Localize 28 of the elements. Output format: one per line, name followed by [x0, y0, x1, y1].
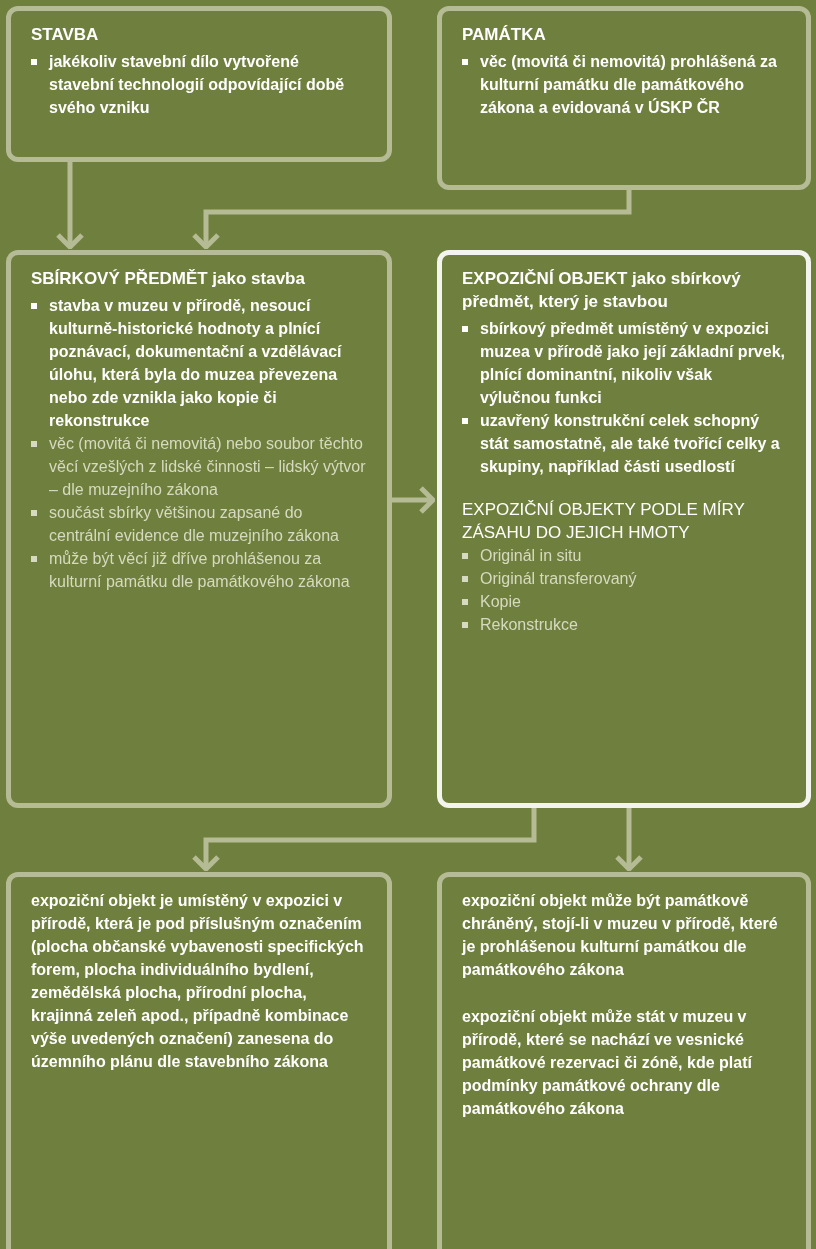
text-box: [437, 6, 811, 190]
bullet-text: Rekonstrukce: [480, 615, 578, 635]
arrow: [191, 190, 632, 250]
box-heading: STAVBA: [31, 24, 100, 46]
section-heading: EXPOZIČNÍ OBJEKTY PODLE MÍRY ZÁSAHU DO JEJICH HMOTY: [462, 499, 746, 544]
box-heading: PAMÁTKA: [462, 24, 547, 46]
bullet-text: jakékoliv stavební dílo vytvořené stavební technologií odpovídající době svého vzniku: [49, 52, 346, 118]
box-heading: EXPOZIČNÍ OBJEKT jako sbírkový předmět, který je stavbou: [462, 268, 742, 313]
text-box: [437, 872, 811, 1249]
arrow: [614, 808, 644, 872]
paragraph: expoziční objekt může být památkově chráněný, stojí-li v muzeu v přírodě, které je prohlášenou kulturní památkou dle památkového zákona: [462, 891, 779, 980]
arrow: [55, 162, 85, 250]
bullet-text: uzavřený konstrukční celek schopný stát samostatně, ale také tvořící celky a skupiny, například části usedlostí: [480, 411, 781, 477]
bullet-text: může být věcí již dříve prohlášenou za kulturní památku dle památkového zákona: [49, 549, 351, 592]
arrow: [392, 485, 436, 515]
bullet-text: Kopie: [480, 592, 521, 612]
text-box: [437, 250, 811, 808]
text-box: [6, 250, 392, 808]
text-box: [6, 6, 392, 162]
bullet-text: Originál in situ: [480, 546, 582, 566]
bullet-text: věc (movitá či nemovitá) prohlášená za kulturní památku dle památkového zákona a evidovaná v ÚSKP ČR: [480, 52, 778, 118]
text-box: [6, 872, 392, 1249]
paragraph: expoziční objekt může stát v muzeu v přírodě, které se nachází ve vesnické památkové rezervaci či zóně, kde platí podmínky památkové ochrany dle památkového zákona: [462, 1007, 753, 1119]
box-heading: SBÍRKOVÝ PŘEDMĚT jako stavba: [31, 268, 306, 290]
bullet-text: stavba v muzeu v přírodě, nesoucí kulturně-historické hodnoty a plnící poznávací, dokumentační a vzdělávací úlohu, která byla do muzea převezena nebo zde vznikla jako kopie či rekonstrukce: [49, 296, 343, 431]
paragraph: expoziční objekt je umístěný v expozici v přírodě, která je pod příslušným označením (plocha občanské vybavenosti specifických forem, plocha individuálního bydlení, zemědělská plocha, přírodní plocha, krajinná zeleň apod., případně kombinace výše uvedených označení) zanesena do územního plánu dle stavebního zákona: [31, 891, 365, 1072]
bullet-text: Originál transferovaný: [480, 569, 637, 589]
arrow: [191, 808, 537, 872]
